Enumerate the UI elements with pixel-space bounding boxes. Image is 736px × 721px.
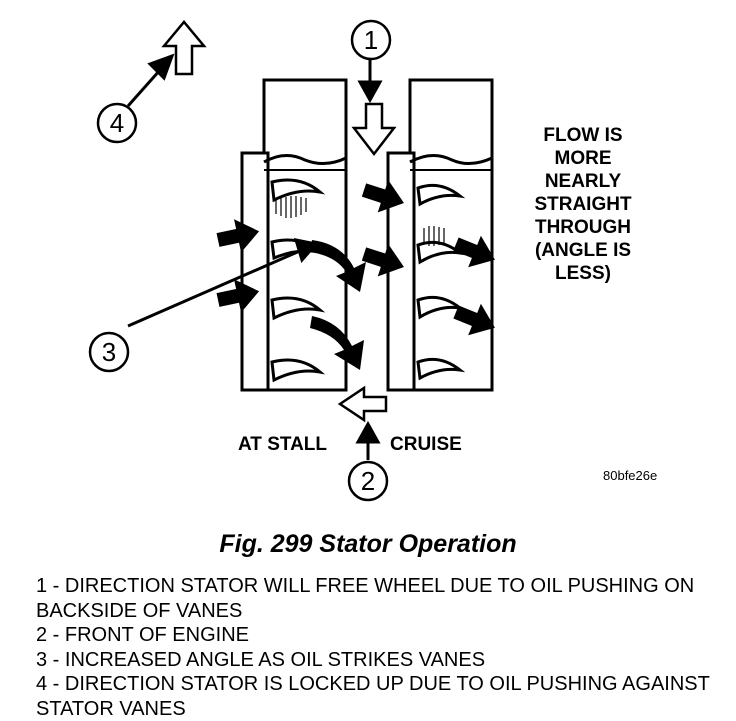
leader-lines <box>126 53 383 460</box>
callout-4: 4 <box>96 102 138 144</box>
svg-text:4: 4 <box>110 108 124 138</box>
legend-item: 2 - FRONT OF ENGINE <box>36 624 249 646</box>
legend-item: 3 - INCREASED ANGLE AS OIL STRIKES VANES <box>36 648 486 671</box>
svg-text:STRAIGHT: STRAIGHT <box>534 194 632 215</box>
svg-text:1: 1 <box>364 25 378 55</box>
figure-caption: Fig. 299 Stator Operation <box>219 530 517 558</box>
stator-at-stall <box>240 78 348 392</box>
hollow-direction-arrows <box>161 20 397 423</box>
svg-text:MORE: MORE <box>555 148 612 169</box>
flow-note: FLOW IS MORE NEARLY STRAIGHT THROUGH (AN… <box>534 125 632 284</box>
svg-text:THROUGH: THROUGH <box>535 217 631 238</box>
stator-cruise <box>386 78 494 392</box>
callout-1: 1 <box>350 19 392 61</box>
oil-flow-arrows <box>214 173 502 370</box>
svg-text:LESS): LESS) <box>555 263 611 284</box>
svg-text:NEARLY: NEARLY <box>545 171 622 192</box>
svg-text:2: 2 <box>361 466 375 496</box>
svg-text:(ANGLE IS: (ANGLE IS <box>535 240 631 261</box>
label-cruise: CRUISE <box>390 434 462 455</box>
image-code: 80bfe26e <box>603 468 657 483</box>
legend-list: 1 - DIRECTION STATOR WILL FREE WHEEL DUE… <box>36 574 726 721</box>
svg-text:3: 3 <box>102 337 116 367</box>
label-at-stall: AT STALL <box>238 434 327 455</box>
legend-item: 1 - DIRECTION STATOR WILL FREE WHEEL DUE… <box>36 575 695 622</box>
svg-text:FLOW IS: FLOW IS <box>543 125 622 146</box>
stator-operation-diagram: 1 2 3 4 FLOW IS MORE NEARLY STRAIGHT THR… <box>88 19 657 502</box>
callout-2: 2 <box>347 460 389 502</box>
callout-3: 3 <box>88 331 130 373</box>
legend-item: 4 - DIRECTION STATOR IS LOCKED UP DUE TO… <box>36 673 710 720</box>
